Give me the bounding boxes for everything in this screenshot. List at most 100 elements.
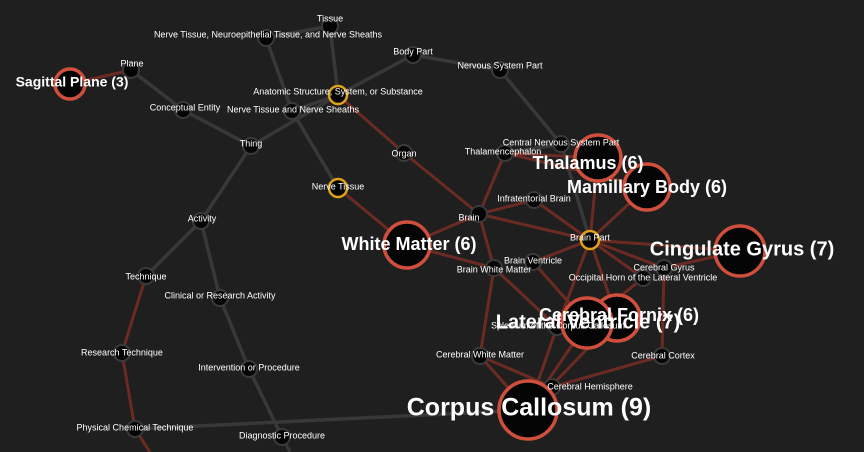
label-corpus-callosum: Corpus Callosum (9) (407, 394, 651, 422)
node-technique[interactable] (137, 267, 155, 285)
edge-nerve-tissue-sheaths-nerve-tissue (290, 109, 340, 190)
edge-intervention-procedure-diagnostic-procedure (247, 367, 284, 439)
label-anatomic-structure: Anatomic Structure, System, or Substance (253, 86, 423, 96)
node-cerebral-cortex[interactable] (653, 347, 671, 365)
label-splenium: Splenium of the Corpus Callosum (491, 320, 625, 330)
label-intervention-procedure: Intervention or Procedure (198, 362, 300, 372)
label-brain-ventricle: Brain Ventricle (504, 255, 562, 265)
node-nerve-tissue-sheaths[interactable] (283, 102, 301, 120)
node-sagittal-plane[interactable] (53, 67, 87, 101)
edge-brain-brain-white-matter (477, 212, 496, 270)
node-cerebral-white-matter[interactable] (471, 347, 489, 365)
node-brain[interactable] (470, 205, 488, 223)
edge-physical-chemical-technique-corpus-callosum (133, 408, 530, 431)
edge-central-nervous-system-part-thalamencephalon (503, 142, 563, 155)
node-lateral-ventricle[interactable] (560, 296, 614, 350)
node-thalamus[interactable] (573, 133, 623, 183)
edge-research-technique-physical-chemical-technique (120, 351, 137, 431)
label-fornix: Cerebral Fornix (6) (539, 305, 699, 325)
label-nerve-tissue-sheaths: Nerve Tissue and Nerve Sheaths (227, 104, 360, 114)
node-central-nervous-system-part[interactable] (552, 135, 570, 153)
edge-brain-white-matter-splenium (492, 266, 559, 329)
edge-central-nervous-system-part-brain-part (559, 142, 592, 242)
label-cerebral-gyrus: Cerebral Gyrus (633, 262, 695, 272)
label-cingulate-gyrus: Cingulate Gyrus (7) (650, 238, 834, 260)
label-nerve-tissue: Nerve Tissue (312, 181, 365, 191)
edge-organ-brain (402, 151, 481, 216)
label-thalamencephalon: Thalamencephalon (465, 146, 542, 156)
label-nervous-system-part: Nervous System Part (457, 60, 543, 70)
edge-plane-conceptual-entity (129, 68, 185, 112)
label-body-part: Body Part (393, 46, 433, 56)
label-brain-part: Brain Part (570, 232, 611, 242)
node-conceptual-entity[interactable] (174, 101, 192, 119)
edge-thing-anatomic-structure (249, 93, 340, 148)
node-tissue[interactable] (321, 17, 339, 35)
label-thalamus: Thalamus (6) (532, 153, 643, 173)
node-nerve-tissue-neuroepithelial[interactable] (257, 29, 275, 47)
label-research-technique: Research Technique (81, 347, 163, 357)
edge-conceptual-entity-thing (181, 108, 253, 148)
node-thing[interactable] (242, 137, 260, 155)
node-thalamencephalon[interactable] (496, 144, 514, 162)
node-cingulate-gyrus[interactable] (713, 224, 767, 278)
node-intervention-procedure[interactable] (240, 360, 258, 378)
label-conceptual-entity: Conceptual Entity (150, 102, 221, 112)
edge-tissue-nerve-tissue-neuroepithelial (264, 24, 332, 40)
node-cerebral-gyrus[interactable] (655, 259, 673, 277)
node-organ[interactable] (395, 144, 413, 162)
edge-clinical-research-activity-intervention-procedure (218, 296, 251, 371)
label-brain-white-matter: Brain White Matter (457, 264, 532, 274)
label-plane: Plane (120, 58, 143, 68)
node-brain-ventricle[interactable] (524, 253, 542, 271)
label-infratentorial-brain: Infratentorial Brain (497, 193, 571, 203)
node-plane[interactable] (122, 61, 140, 79)
edge-cerebral-gyrus-cerebral-cortex (660, 266, 666, 358)
label-cerebral-cortex: Cerebral Cortex (631, 350, 695, 360)
label-lateral-ventricle: Lateral Ventricle (7) (496, 311, 681, 333)
label-brain: Brain (458, 212, 479, 222)
edge-brain-white-matter-cerebral-white-matter (478, 266, 496, 358)
node-occipital-horn[interactable] (634, 269, 652, 287)
node-body-part[interactable] (404, 46, 422, 64)
label-thing: Thing (240, 138, 263, 148)
node-corpus-callosum[interactable] (497, 379, 559, 441)
label-organ: Organ (391, 148, 416, 158)
node-nerve-tissue[interactable] (327, 177, 349, 199)
edge-thalamencephalon-brain (477, 151, 507, 216)
edge-activity-technique (144, 219, 203, 278)
edge-thing-activity (199, 144, 253, 223)
edge-brain-brain-part (477, 212, 592, 242)
node-anatomic-structure[interactable] (327, 84, 349, 106)
node-white-matter[interactable] (382, 220, 432, 270)
edge-tissue-anatomic-structure (328, 24, 340, 97)
node-layer (53, 17, 767, 446)
label-central-nervous-system-part: Central Nervous System Part (503, 137, 620, 147)
node-diagnostic-procedure[interactable] (273, 428, 291, 446)
node-mamillary-body[interactable] (622, 162, 672, 212)
edge-nerve-tissue-neuroepithelial-nerve-tissue-sheaths (264, 36, 294, 113)
node-clinical-research-activity[interactable] (211, 289, 229, 307)
node-research-technique[interactable] (113, 344, 131, 362)
edge-brain-part-occipital-horn (588, 238, 645, 280)
node-nervous-system-part[interactable] (491, 61, 509, 79)
label-nerve-tissue-neuroepithelial: Nerve Tissue, Neuroepithelial Tissue, an… (154, 29, 383, 39)
node-brain-part[interactable] (579, 229, 601, 251)
node-physical-chemical-technique[interactable] (126, 420, 144, 438)
label-clinical-research-activity: Clinical or Research Activity (164, 290, 276, 300)
label-technique: Technique (125, 271, 166, 281)
label-white-matter: White Matter (6) (342, 234, 477, 254)
edge-anatomic-structure-organ (336, 93, 406, 155)
label-cerebral-white-matter: Cerebral White Matter (436, 349, 524, 359)
label-cerebral-hemisphere: Cerebral Hemisphere (547, 381, 633, 391)
edge-cerebral-cortex-cerebral-hemisphere (550, 354, 664, 389)
edge-technique-research-technique (120, 274, 148, 355)
edge-infratentorial-brain-brain-part (532, 198, 592, 242)
label-activity: Activity (188, 213, 217, 223)
node-activity[interactable] (192, 212, 210, 230)
label-occipital-horn: Occipital Horn of the Lateral Ventricle (569, 272, 718, 282)
node-infratentorial-brain[interactable] (525, 191, 543, 209)
node-brain-white-matter[interactable] (485, 259, 503, 277)
